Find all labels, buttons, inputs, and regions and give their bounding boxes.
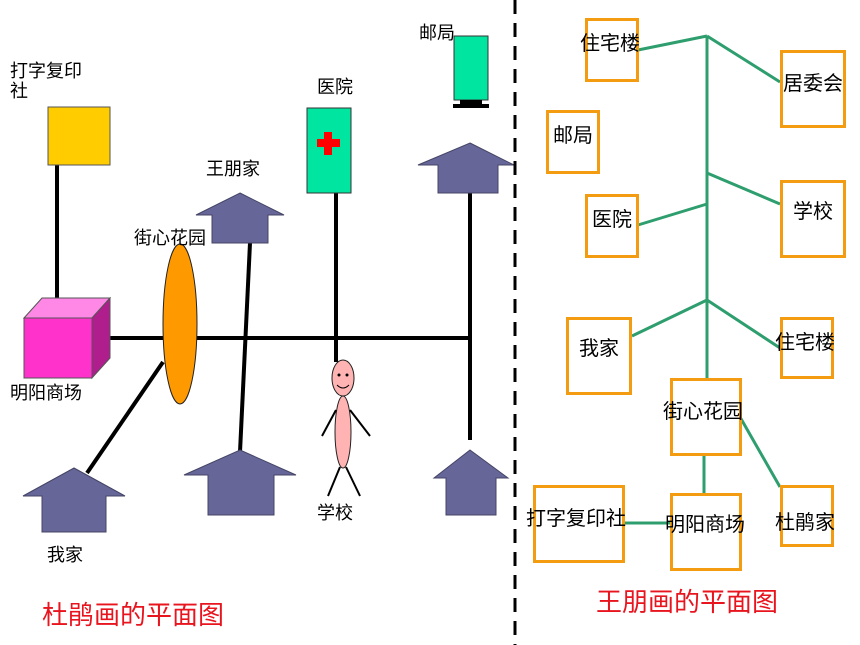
du-juan-home-label: 杜鹃家 [775, 510, 835, 534]
house-post-office [417, 142, 515, 194]
house-wang-peng [195, 192, 285, 244]
my-home-box-label: 我家 [579, 336, 619, 360]
print-shop-box-label: 打字复印社 [526, 506, 626, 530]
box-residential-top: 住宅楼 [580, 18, 640, 82]
box-du-juan-home: 杜鹃家 [775, 485, 835, 547]
residential-right-label: 住宅楼 [775, 330, 835, 354]
right-map-title: 王朋画的平面图 [596, 588, 779, 618]
road-my-home [85, 360, 165, 475]
garden-label: 街心花园 [134, 228, 206, 249]
hospital-label: 医院 [317, 77, 353, 98]
box-mall: 明阳商场 [665, 493, 745, 571]
box-residential-right: 住宅楼 [775, 317, 835, 379]
post-office-building [453, 35, 489, 108]
hospital-box-label: 医院 [592, 207, 632, 231]
post-office-label: 邮局 [419, 23, 455, 44]
right-connectors [625, 34, 782, 525]
house-bottom-middle [183, 449, 297, 516]
box-hospital: 医院 [585, 194, 639, 258]
mall-building [22, 296, 112, 380]
wang-peng-home-label: 王朋家 [206, 159, 260, 180]
box-print-shop: 打字复印社 [526, 485, 626, 563]
school-person [321, 359, 371, 497]
box-my-home: 我家 [566, 317, 632, 395]
residential-top-label: 住宅楼 [580, 31, 640, 55]
garden-shape [162, 243, 198, 405]
mall-box-label: 明阳商场 [665, 512, 745, 536]
hospital-building [306, 107, 352, 194]
garden-box-label: 街心花园 [663, 399, 743, 423]
box-post-office: 邮局 [546, 110, 600, 174]
post-office-box-label: 邮局 [553, 123, 593, 147]
house-bottom-right [432, 449, 510, 516]
box-garden: 街心花园 [663, 378, 743, 456]
box-committee: 居委会 [780, 50, 846, 128]
mall-label: 明阳商场 [10, 383, 82, 404]
box-school: 学校 [780, 180, 846, 258]
road-wang-peng [238, 242, 252, 453]
committee-label: 居委会 [783, 71, 843, 95]
print-shop-building [47, 106, 111, 166]
left-map-title: 杜鹃画的平面图 [42, 601, 225, 631]
my-home-label: 我家 [47, 545, 83, 566]
school-label: 学校 [317, 503, 353, 524]
house-my-home [22, 467, 126, 533]
print-shop-label: 打字复印社 [10, 61, 82, 102]
school-box-label: 学校 [793, 199, 833, 223]
